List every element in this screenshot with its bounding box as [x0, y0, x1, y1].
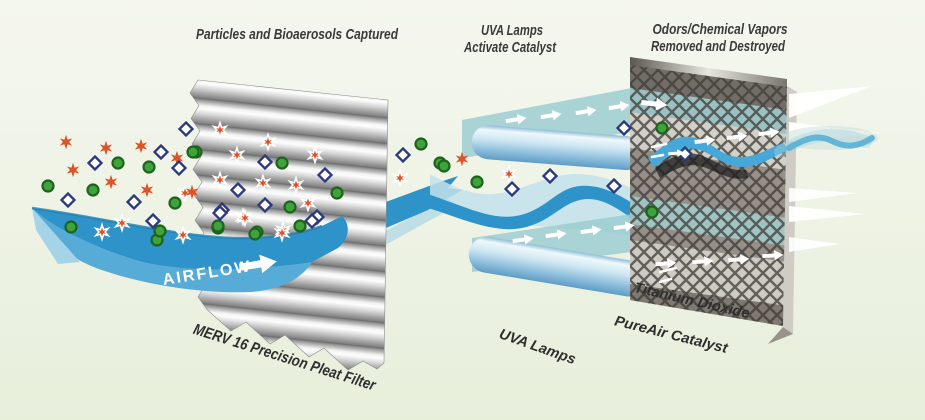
green-circle-particle-icon — [645, 205, 659, 219]
clean-air-wedge — [789, 86, 872, 118]
mesh-top-edge — [630, 57, 787, 87]
green-circle-particle-icon — [437, 159, 451, 173]
caption-mesh-line1: Odors/Chemical Vapors — [653, 22, 788, 38]
green-circle-particle-icon — [111, 156, 125, 170]
green-circle-particle-icon — [275, 156, 289, 170]
green-circle-particle-icon — [211, 219, 225, 233]
green-circle-particle-icon — [168, 196, 182, 210]
caption-lamps-line2: Activate Catalyst — [463, 40, 557, 56]
green-circle-particle-icon — [64, 220, 78, 234]
caption-group: Particles and Bioaerosols Captured UVA L… — [196, 22, 788, 56]
caption-filter: Particles and Bioaerosols Captured — [196, 26, 399, 43]
wave-shadow — [655, 153, 748, 179]
clean-air-wedge — [789, 237, 840, 252]
dash-icon — [658, 266, 678, 274]
green-circle-particle-icon — [153, 224, 167, 238]
dash-icon — [650, 142, 668, 149]
green-circle-particle-icon — [41, 179, 55, 193]
airflow-through-mesh — [648, 136, 788, 179]
clean-air-wedge — [789, 206, 865, 222]
mesh-bottom-corner — [768, 327, 793, 344]
green-circle-particle-icon — [248, 227, 262, 241]
airflow-wave-stream — [428, 185, 640, 230]
wave-stream-mesh — [648, 136, 788, 168]
clean-air-squiggle — [786, 134, 875, 151]
uva-lamp-1-body — [471, 125, 644, 171]
caption-lamps-line1: UVA Lamps — [481, 23, 543, 39]
green-circle-particle-icon — [470, 175, 484, 189]
caption-mesh-line2: Removed and Destroyed — [651, 39, 786, 55]
green-circle-particle-icon — [186, 145, 200, 159]
green-circle-particle-icon — [283, 200, 297, 214]
clean-air-wedge — [789, 188, 858, 202]
dash-icon — [658, 277, 673, 284]
ribbon-side-face — [32, 208, 80, 264]
lamp-emission-dashes — [650, 142, 678, 284]
dash-icon — [650, 153, 665, 159]
green-circle-particle-icon — [293, 219, 307, 233]
catalyst-mesh-panel — [630, 57, 797, 344]
green-circle-particle-icon — [86, 183, 100, 197]
ribbon-front-face — [32, 208, 312, 293]
green-circle-particle-icon — [330, 186, 344, 200]
uva-lamp-2-body — [468, 236, 647, 297]
green-circle-particle-icon — [655, 121, 669, 135]
green-circle-particle-icon — [142, 160, 156, 174]
green-circle-particle-icon — [414, 137, 428, 151]
clean-air-output — [774, 86, 880, 252]
